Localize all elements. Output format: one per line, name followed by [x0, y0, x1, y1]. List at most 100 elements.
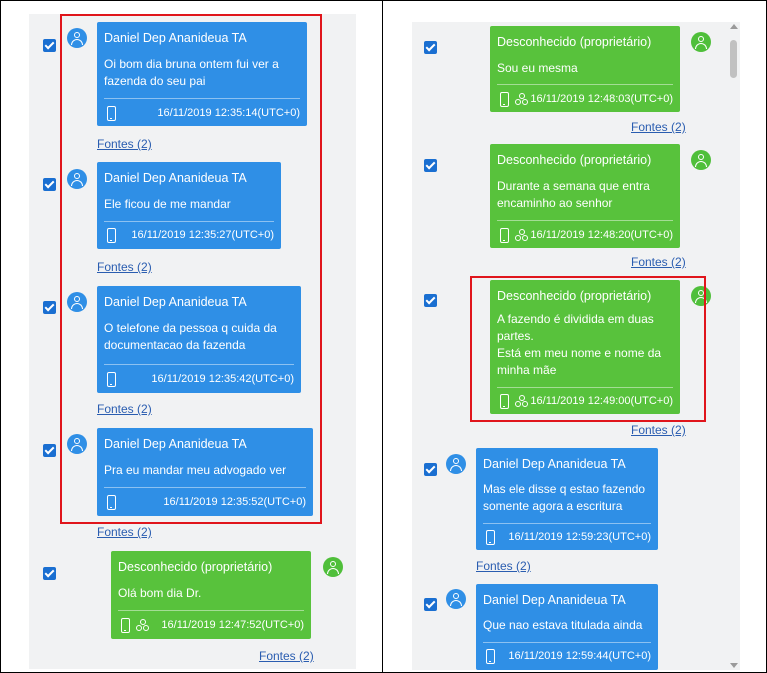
message-timestamp: 16/11/2019 12:35:42(UTC+0)	[151, 373, 294, 385]
message-select-checkbox[interactable]	[424, 294, 437, 307]
message-timestamp: 16/11/2019 12:59:23(UTC+0)	[508, 531, 651, 543]
message-timestamp: 16/11/2019 12:35:14(UTC+0)	[157, 107, 300, 119]
message-select-checkbox[interactable]	[43, 178, 56, 191]
message-footer: 16/11/2019 12:35:52(UTC+0)	[104, 495, 306, 511]
message-text: Olá bom dia Dr.	[118, 586, 202, 600]
message-timestamp: 16/11/2019 12:35:27(UTC+0)	[131, 229, 274, 241]
scroll-down-arrow-icon[interactable]	[730, 663, 738, 668]
group-icon	[515, 93, 529, 107]
bubble-separator	[104, 487, 306, 488]
message-text: Sou eu mesma	[497, 61, 578, 75]
message-select-checkbox[interactable]	[424, 598, 437, 611]
message-bubble[interactable]: Desconhecido (proprietário) Sou eu mesma…	[490, 26, 680, 112]
bubble-separator	[483, 523, 651, 524]
message-bubble[interactable]: Daniel Dep Ananideua TA Que nao estava t…	[476, 584, 658, 670]
message-bubble[interactable]: Daniel Dep Ananideua TA Ele ficou de me …	[97, 162, 281, 249]
message-footer: 16/11/2019 12:35:42(UTC+0)	[104, 372, 294, 388]
user-avatar-icon	[67, 28, 87, 48]
message-bubble[interactable]: Daniel Dep Ananideua TA Oi bom dia bruna…	[97, 22, 307, 126]
sources-link[interactable]: Fontes (2)	[631, 120, 686, 134]
sources-link[interactable]: Fontes (2)	[97, 260, 152, 274]
phone-icon	[486, 530, 495, 545]
bubble-separator	[104, 221, 274, 222]
user-avatar-icon	[67, 292, 87, 312]
message-bubble[interactable]: Desconhecido (proprietário) Olá bom dia …	[111, 551, 311, 639]
phone-icon	[107, 495, 116, 510]
user-avatar-icon	[67, 434, 87, 454]
sources-link[interactable]: Fontes (2)	[476, 559, 531, 573]
vertical-scrollbar[interactable]	[728, 22, 740, 670]
sender-name: Desconhecido (proprietário)	[497, 35, 652, 49]
bubble-separator	[104, 364, 294, 365]
highlight-box	[470, 276, 706, 422]
message-select-checkbox[interactable]	[424, 41, 437, 54]
message-bubble[interactable]: Desconhecido (proprietário) Durante a se…	[490, 144, 680, 248]
bubble-separator	[497, 387, 673, 388]
right-chat-panel: Desconhecido (proprietário) Sou eu mesma…	[412, 22, 740, 670]
sender-name: Desconhecido (proprietário)	[118, 560, 273, 574]
phone-icon	[500, 228, 509, 243]
message-footer: 16/11/2019 12:48:20(UTC+0)	[497, 228, 673, 244]
sender-name: Desconhecido (proprietário)	[497, 289, 652, 303]
message-text: Oi bom dia bruna ontem fui ver a fazenda…	[104, 57, 279, 88]
phone-icon	[500, 394, 509, 409]
message-timestamp: 16/11/2019 12:48:03(UTC+0)	[530, 93, 673, 105]
message-footer: 16/11/2019 12:35:27(UTC+0)	[104, 228, 274, 244]
message-select-checkbox[interactable]	[43, 567, 56, 580]
message-text: Mas ele disse q estao fazendo somente ag…	[483, 482, 646, 513]
message-footer: 16/11/2019 12:59:23(UTC+0)	[483, 530, 651, 546]
message-select-checkbox[interactable]	[424, 463, 437, 476]
message-bubble[interactable]: Daniel Dep Ananideua TA Pra eu mandar me…	[97, 428, 313, 516]
sender-name: Daniel Dep Ananideua TA	[104, 437, 247, 451]
message-footer: 16/11/2019 12:48:03(UTC+0)	[497, 92, 673, 108]
user-avatar-icon	[446, 454, 466, 474]
sources-link[interactable]: Fontes (2)	[259, 649, 314, 663]
message-text-line: Está em meu nome e nome da minha mãe	[497, 346, 662, 377]
message-timestamp: 16/11/2019 12:48:20(UTC+0)	[530, 229, 673, 241]
message-text: Durante a semana que entra encaminho ao …	[497, 179, 650, 210]
user-avatar-icon	[691, 286, 711, 306]
message-text: Ele ficou de me mandar	[104, 197, 231, 211]
message-text: O telefone da pessoa q cuida da document…	[104, 321, 277, 352]
group-icon	[515, 395, 529, 409]
sender-name: Daniel Dep Ananideua TA	[104, 295, 247, 309]
sources-link[interactable]: Fontes (2)	[631, 255, 686, 269]
sources-link[interactable]: Fontes (2)	[97, 402, 152, 416]
sources-link[interactable]: Fontes (2)	[97, 525, 152, 539]
phone-icon	[107, 106, 116, 121]
user-avatar-icon	[691, 150, 711, 170]
sender-name: Desconhecido (proprietário)	[497, 153, 652, 167]
sender-name: Daniel Dep Ananideua TA	[483, 593, 626, 607]
scroll-thumb[interactable]	[730, 40, 737, 78]
user-avatar-icon	[446, 589, 466, 609]
message-footer: 16/11/2019 12:47:52(UTC+0)	[118, 618, 304, 634]
message-select-checkbox[interactable]	[43, 39, 56, 52]
message-text-line: A fazendo é dividida em duas partes.	[497, 312, 654, 343]
bubble-separator	[118, 610, 304, 611]
phone-icon	[107, 372, 116, 387]
message-select-checkbox[interactable]	[424, 159, 437, 172]
group-icon	[136, 619, 150, 633]
sender-name: Daniel Dep Ananideua TA	[104, 171, 247, 185]
message-select-checkbox[interactable]	[43, 301, 56, 314]
message-select-checkbox[interactable]	[43, 444, 56, 457]
bubble-separator	[497, 84, 673, 85]
panel-divider	[382, 0, 383, 673]
message-timestamp: 16/11/2019 12:47:52(UTC+0)	[161, 619, 304, 631]
message-footer: 16/11/2019 12:35:14(UTC+0)	[104, 106, 300, 122]
scroll-up-arrow-icon[interactable]	[730, 24, 738, 29]
sender-name: Daniel Dep Ananideua TA	[483, 457, 626, 471]
message-text: Que nao estava titulada ainda	[483, 618, 643, 632]
message-bubble[interactable]: Desconhecido (proprietário) A fazendo é …	[490, 280, 680, 414]
phone-icon	[121, 618, 130, 633]
sources-link[interactable]: Fontes (2)	[97, 137, 152, 151]
sources-link[interactable]: Fontes (2)	[631, 423, 686, 437]
phone-icon	[486, 649, 495, 664]
message-bubble[interactable]: Daniel Dep Ananideua TA Mas ele disse q …	[476, 448, 658, 550]
bubble-separator	[497, 220, 673, 221]
phone-icon	[107, 228, 116, 243]
message-timestamp: 16/11/2019 12:59:44(UTC+0)	[508, 650, 651, 662]
message-timestamp: 16/11/2019 12:49:00(UTC+0)	[530, 395, 673, 407]
message-bubble[interactable]: Daniel Dep Ananideua TA O telefone da pe…	[97, 286, 301, 393]
message-timestamp: 16/11/2019 12:35:52(UTC+0)	[163, 496, 306, 508]
